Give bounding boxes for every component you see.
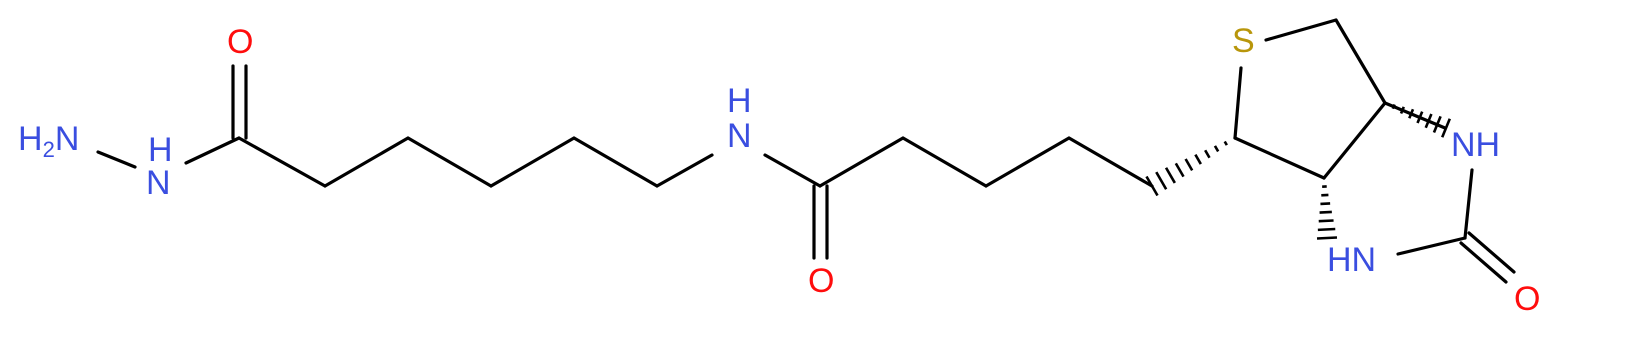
hydrazide-o-label: O [227,23,253,61]
hash-stroke [1416,111,1424,124]
hash-stroke [1408,108,1415,119]
bond-chain-7 [818,136,905,188]
bond-chain-3 [406,136,493,188]
hash-stroke [1318,219,1334,223]
hashed-wedge-c3 [1316,176,1338,240]
bond-c4-c3 [1322,101,1387,180]
hash-stroke [1145,175,1159,197]
hash-stroke [1204,149,1211,159]
hash-stroke [1319,210,1332,214]
hash-stroke [1424,113,1433,129]
bond-chain-4 [489,136,576,188]
bond-chain-2 [323,136,410,188]
bond-c2-s [1233,66,1243,140]
hash-stroke [1194,153,1202,165]
amide-n-label: N [727,117,752,155]
hash-stroke [1174,162,1185,178]
hydrazide-n-label: N [146,164,171,202]
bond-group [96,18,1516,284]
hashed-wedge-c4 [1383,101,1451,138]
hash-stroke [1399,106,1405,114]
nh2-n: N [55,120,80,158]
hashed-wedge-c2 [1145,136,1237,197]
hash-stroke [1317,227,1336,232]
hydrazide-h-label: H [148,131,173,169]
amide-h-label: H [727,82,752,120]
bond-nh-cu [1463,168,1474,240]
bond-urea-co-b [1459,241,1508,284]
urea-o-label: O [1514,280,1540,318]
hash-stroke [1391,103,1396,110]
bond-chain-5 [572,136,659,188]
bond-cu-hn [1396,236,1467,256]
ureido-nh-bottom-label: HN [1327,241,1376,279]
bond-n-n [96,150,137,169]
hash-stroke [1213,145,1220,153]
bond-chain-6 [655,153,714,188]
hash-stroke [1223,140,1228,146]
hash-stroke [1432,115,1442,133]
bond-c3-c2 [1233,136,1326,180]
sulfur-label: S [1232,22,1255,60]
bond-chain-8 [901,136,988,188]
bond-c4-nh [1383,101,1447,130]
bond-c5-c4 [1334,18,1387,105]
hash-stroke [1316,236,1338,240]
ureido-nh-top-label: NH [1451,126,1500,164]
bond-nh-carbonyl [184,136,241,165]
hash-stroke [1184,158,1194,171]
bond-s-c5 [1264,18,1338,42]
bond-chain-9 [984,136,1071,188]
bond-chain-10 [1067,136,1154,188]
nh2-h: H [18,120,43,158]
nh2-subscript: 2 [43,137,55,162]
nh2-label: H2N [18,120,79,162]
amide-o-label: O [808,262,834,300]
hash-stroke [1383,101,1387,105]
bond-urea-co-a [1467,231,1516,274]
bond-amide-nc [763,153,822,188]
hash-stroke [1441,118,1451,138]
hash-stroke [1164,167,1176,184]
hash-stroke [1233,136,1237,140]
bond-chain-1 [237,136,327,188]
hash-stroke [1155,171,1168,190]
